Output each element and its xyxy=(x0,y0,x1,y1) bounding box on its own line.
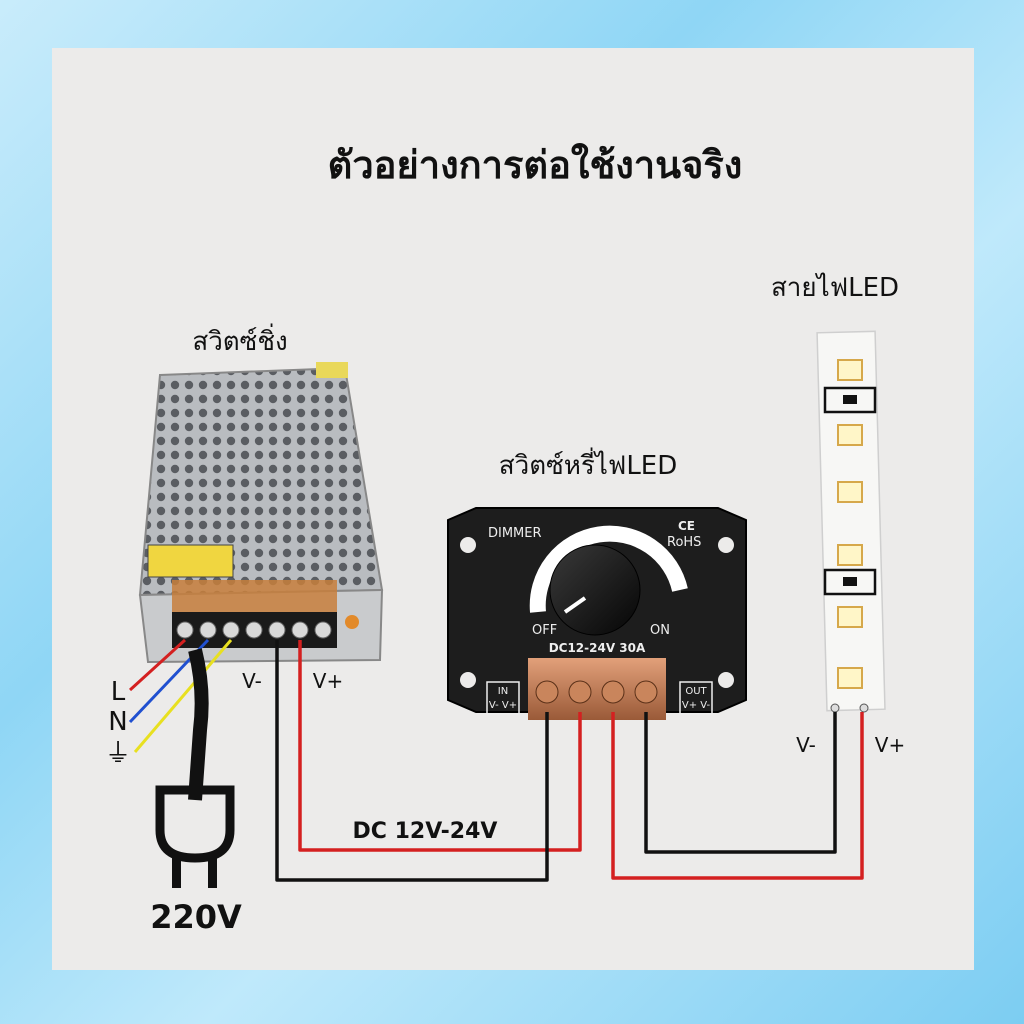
ps-label-sticker xyxy=(147,544,234,578)
mains-l-label: L xyxy=(111,677,126,707)
dimmer-off-label: OFF xyxy=(532,623,557,638)
dimmer-screws xyxy=(535,680,658,704)
mains-n-label: N xyxy=(108,707,127,737)
dimmer-out-terminals: V+ V- xyxy=(682,700,711,711)
ground-icon: ⏚ xyxy=(105,739,131,769)
ps-v-minus-label: V- xyxy=(242,669,262,693)
ps-warning-sticker xyxy=(316,362,348,378)
ps-terminal-cover xyxy=(172,580,337,612)
dimmer-arc xyxy=(529,525,688,613)
dimmer-out-label: OUT xyxy=(685,686,707,697)
dimmer-rating: DC12-24V 30A xyxy=(549,641,646,655)
wire-dimmer-out-to-led-vplus xyxy=(611,712,864,880)
page-title: ตัวอย่างการต่อใช้งานจริง xyxy=(328,143,743,187)
ps-adjust-pot xyxy=(345,615,359,629)
wire-ps-vminus-to-dimmer-in xyxy=(275,640,549,882)
wire-dimmer-out-to-led-vminus xyxy=(644,712,837,854)
dimmer-in-terminals: V- V+ xyxy=(489,700,517,711)
mains-cable xyxy=(188,648,209,801)
led-strip xyxy=(816,330,886,713)
dimmer-brand: DIMMER xyxy=(488,526,542,541)
rohs-mark: RoHS xyxy=(667,535,701,550)
led-v-plus-label: V+ xyxy=(875,733,905,757)
power-supply-label: สวิตซ์ชิ่ง xyxy=(192,323,287,357)
led-strip-label: สายไฟLED xyxy=(771,272,899,303)
dimmer-knob[interactable] xyxy=(549,544,641,636)
ps-screws xyxy=(176,621,332,639)
dimmer-device xyxy=(447,507,747,720)
ce-mark: CE xyxy=(678,519,695,533)
led-v-minus-label: V- xyxy=(796,733,816,757)
plug-icon xyxy=(155,785,235,888)
mains-voltage-label: 220V xyxy=(150,898,242,936)
power-supply xyxy=(138,362,384,664)
dc-voltage-label: DC 12V-24V xyxy=(353,819,498,844)
dimmer-on-label: ON xyxy=(650,623,670,638)
dimmer-in-label: IN xyxy=(498,686,508,697)
ps-v-plus-label: V+ xyxy=(313,669,343,693)
dc-wires xyxy=(275,640,864,882)
wire-ps-vplus-to-dimmer-in xyxy=(298,640,582,852)
dimmer-label: สวิตซ์หรี่ไฟLED xyxy=(499,447,678,481)
